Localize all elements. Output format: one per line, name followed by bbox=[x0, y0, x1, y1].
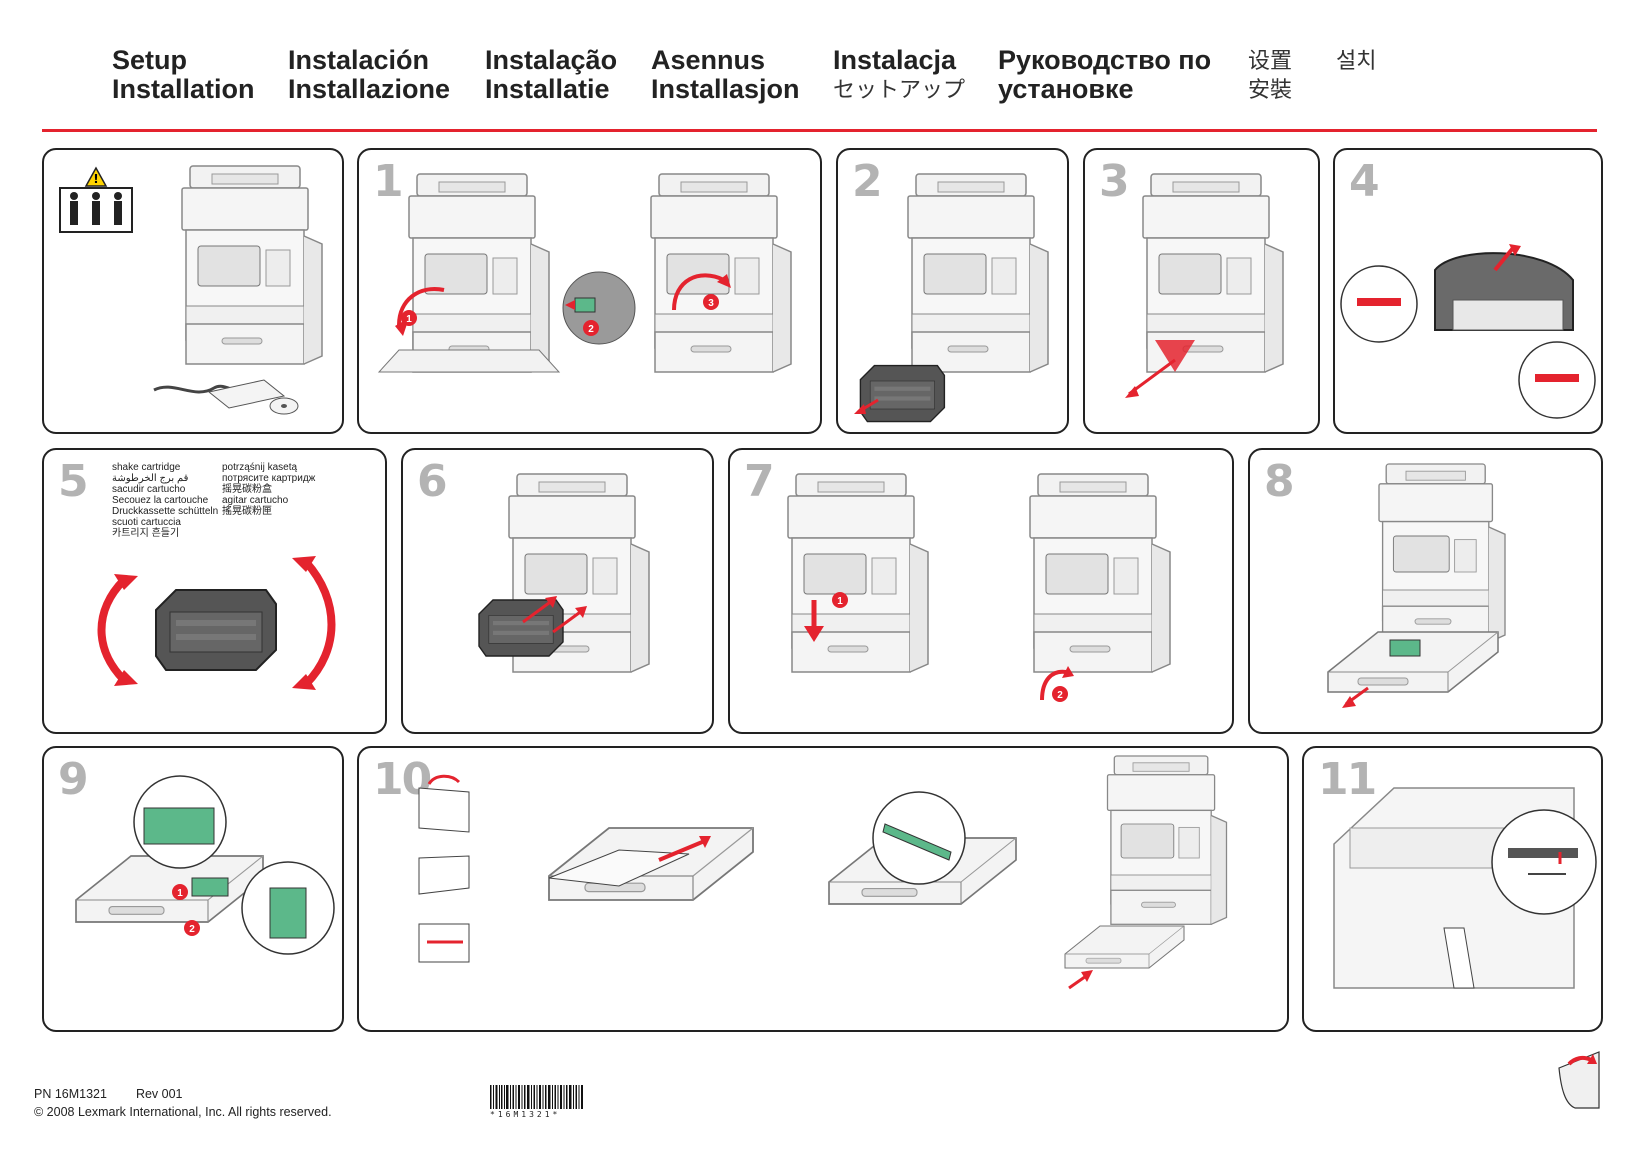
panel-step-3: 3 bbox=[1083, 148, 1320, 434]
flex-paper-icon bbox=[419, 776, 469, 962]
unwrap-cartridge-illustration bbox=[1335, 150, 1603, 434]
header-line: 设置 bbox=[1248, 46, 1292, 75]
barcode-text: *16M1321* bbox=[490, 1110, 560, 1119]
cartridge-removal-illustration bbox=[838, 150, 1069, 434]
header-line: Installasjon bbox=[651, 75, 800, 104]
header-line: установке bbox=[998, 75, 1211, 104]
callout-2: 2 bbox=[189, 924, 195, 935]
panel-step-8: 8 bbox=[1248, 448, 1603, 734]
adjust-guides-illustration: 1 2 bbox=[44, 748, 344, 1032]
callout-3: 3 bbox=[708, 298, 714, 309]
panel-step-7: 7 1 2 bbox=[728, 448, 1234, 734]
panel-step-5: 5 shake cartridge قم برج الخرطوشة sacudi… bbox=[42, 448, 387, 734]
callout-1: 1 bbox=[177, 888, 183, 899]
header-line: 安裝 bbox=[1248, 75, 1292, 104]
panel-step-1: 1 1 2 3 bbox=[357, 148, 822, 434]
close-doors-illustration: 1 2 bbox=[730, 450, 1234, 734]
header-instalacion: Instalación Installazione bbox=[288, 46, 450, 104]
header-divider bbox=[42, 129, 1597, 132]
callout-2: 2 bbox=[588, 324, 594, 335]
header-asennus: Asennus Installasjon bbox=[651, 46, 800, 104]
panel-step-10: 10 bbox=[357, 746, 1289, 1032]
header-chinese: 设置 安裝 bbox=[1248, 46, 1292, 104]
packing-removal-illustration bbox=[1085, 150, 1320, 434]
header-line: Instalacja bbox=[833, 46, 965, 75]
header-line: セットアップ bbox=[833, 75, 965, 104]
open-front-door-illustration: 1 2 3 bbox=[359, 150, 821, 434]
panel-step-2: 2 bbox=[836, 148, 1069, 434]
callout-1: 1 bbox=[406, 314, 412, 325]
panel-step-9: 9 1 2 bbox=[42, 746, 344, 1032]
header-russian: Руководство по установке bbox=[998, 46, 1211, 104]
panel-step-11: 11 bbox=[1302, 746, 1603, 1032]
pull-out-tray-illustration bbox=[1250, 450, 1603, 734]
panel-step-4: 4 bbox=[1333, 148, 1603, 434]
header-korean: 설치 bbox=[1336, 46, 1376, 75]
rev-text: Rev 001 bbox=[136, 1087, 183, 1101]
svg-text:!: ! bbox=[93, 172, 98, 186]
pn-text: PN 16M1321 bbox=[34, 1087, 107, 1101]
three-person-lift-icon bbox=[60, 188, 132, 232]
header-setup: Setup Installation bbox=[112, 46, 255, 104]
printer-icon bbox=[182, 166, 322, 364]
header-instalacja: Instalacja セットアップ bbox=[833, 46, 965, 104]
header-line: Instalación bbox=[288, 46, 450, 75]
panel-unpack: ! bbox=[42, 148, 344, 434]
page-turn-icon bbox=[1555, 1048, 1603, 1112]
callout-2: 2 bbox=[1057, 690, 1063, 701]
cd-icon bbox=[270, 398, 298, 414]
barcode bbox=[490, 1085, 585, 1109]
header-line: Руководство по bbox=[998, 46, 1211, 75]
printer-illustration: ! bbox=[44, 150, 344, 434]
header-line: Installatie bbox=[485, 75, 617, 104]
paper-stop-illustration bbox=[1304, 748, 1603, 1032]
callout-1: 1 bbox=[837, 596, 843, 607]
shake-cartridge-illustration bbox=[44, 450, 387, 734]
part-number: PN 16M1321 Rev 001 bbox=[34, 1087, 183, 1101]
header-line: 설치 bbox=[1336, 46, 1376, 75]
header-line: Setup bbox=[112, 46, 255, 75]
header-instalacao: Instalação Installatie bbox=[485, 46, 617, 104]
header-line: Installazione bbox=[288, 75, 450, 104]
panel-step-6: 6 bbox=[401, 448, 714, 734]
warning-icon: ! bbox=[86, 168, 106, 186]
copyright: © 2008 Lexmark International, Inc. All r… bbox=[34, 1105, 332, 1119]
header-line: Instalação bbox=[485, 46, 617, 75]
load-paper-illustration bbox=[359, 748, 1289, 1032]
insert-cartridge-illustration bbox=[403, 450, 714, 734]
header-line: Asennus bbox=[651, 46, 800, 75]
header-line: Installation bbox=[112, 75, 255, 104]
